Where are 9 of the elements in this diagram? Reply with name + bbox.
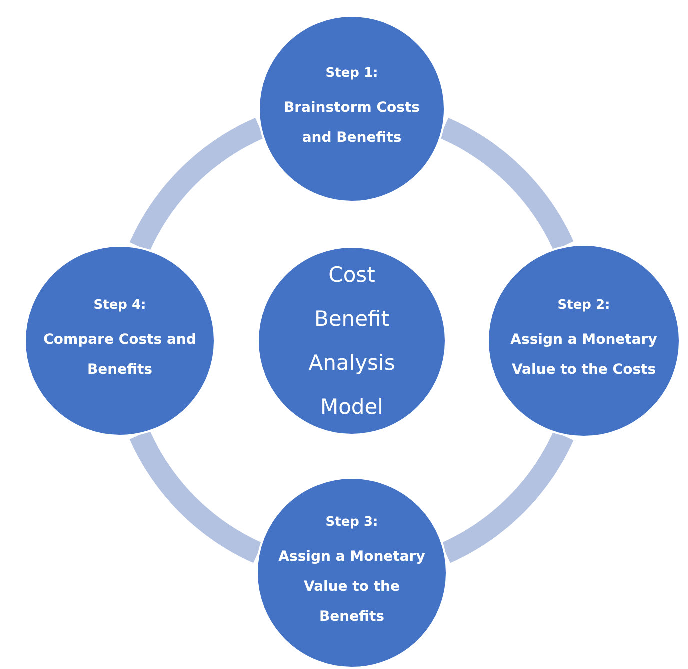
- step-heading: Step 2:: [558, 298, 610, 312]
- step-description: Assign a Monetary Value to the Benefits: [278, 548, 426, 626]
- step-heading: Step 3:: [326, 514, 378, 530]
- step-description: Assign a Monetary Value to the Costs: [510, 330, 658, 380]
- center-title: Cost Benefit Analysis Model: [308, 262, 396, 421]
- step-heading: Step 4:: [94, 298, 146, 312]
- step-description: Brainstorm Costs and Benefits: [282, 98, 422, 148]
- step-heading: Step 1:: [326, 66, 378, 80]
- step-description: Compare Costs and Benefits: [42, 330, 198, 380]
